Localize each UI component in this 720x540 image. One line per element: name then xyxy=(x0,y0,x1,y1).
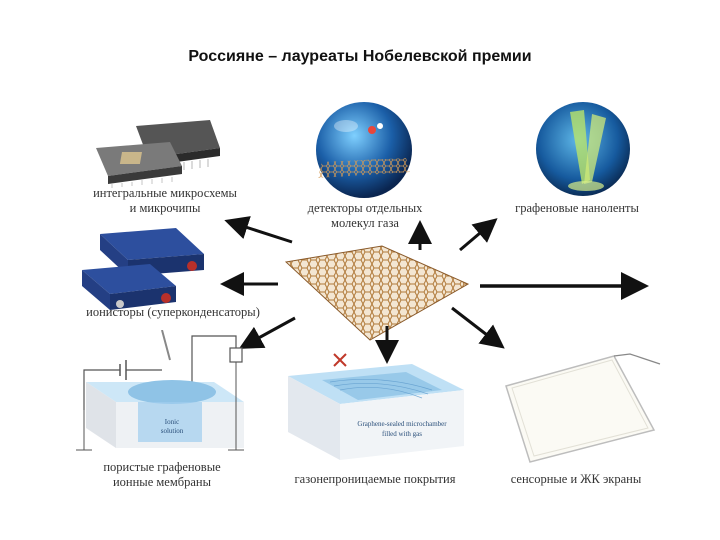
ionistors-image xyxy=(80,226,210,310)
label-detectors: детекторы отдельных молекул газа xyxy=(280,201,450,231)
ionic-membrane-image: Ionic solution xyxy=(72,330,252,456)
arrow-to-nanoribbons xyxy=(460,222,493,250)
label-membranes: пористые графеновые ионные мембраны xyxy=(72,460,252,490)
touchscreen-panel-image xyxy=(492,338,664,468)
label-membranes-line1: пористые графеновые xyxy=(72,460,252,475)
label-microchips-line1: интегральные микросхемы xyxy=(70,186,260,201)
label-microchips: интегральные микросхемы и микрочипы xyxy=(70,186,260,216)
label-coatings: газонепроницаемые покрытия xyxy=(270,472,480,487)
gas-microchamber-image: Graphene-sealed microchamber filled with… xyxy=(282,350,468,464)
label-membranes-line2: ионные мембраны xyxy=(72,475,252,490)
label-detectors-line2: молекул газа xyxy=(280,216,450,231)
label-screens: сенсорные и ЖК экраны xyxy=(486,472,666,487)
membrane-inner-label-2: solution xyxy=(161,427,184,435)
label-detectors-line1: детекторы отдельных xyxy=(280,201,450,216)
gas-detector-sphere-image xyxy=(314,100,414,200)
chamber-inner-label-1: Graphene-sealed microchamber xyxy=(357,420,447,428)
microchips-image xyxy=(92,118,222,188)
nanoribbons-sphere-image xyxy=(534,100,632,198)
label-microchips-line2: и микрочипы xyxy=(70,201,260,216)
membrane-inner-label-1: Ionic xyxy=(165,418,179,426)
label-ionistors: ионисторы (суперконденсаторы) xyxy=(58,305,288,320)
chamber-inner-label-2: filled with gas xyxy=(382,430,422,438)
label-nanoribbons: графеновые наноленты xyxy=(492,201,662,216)
